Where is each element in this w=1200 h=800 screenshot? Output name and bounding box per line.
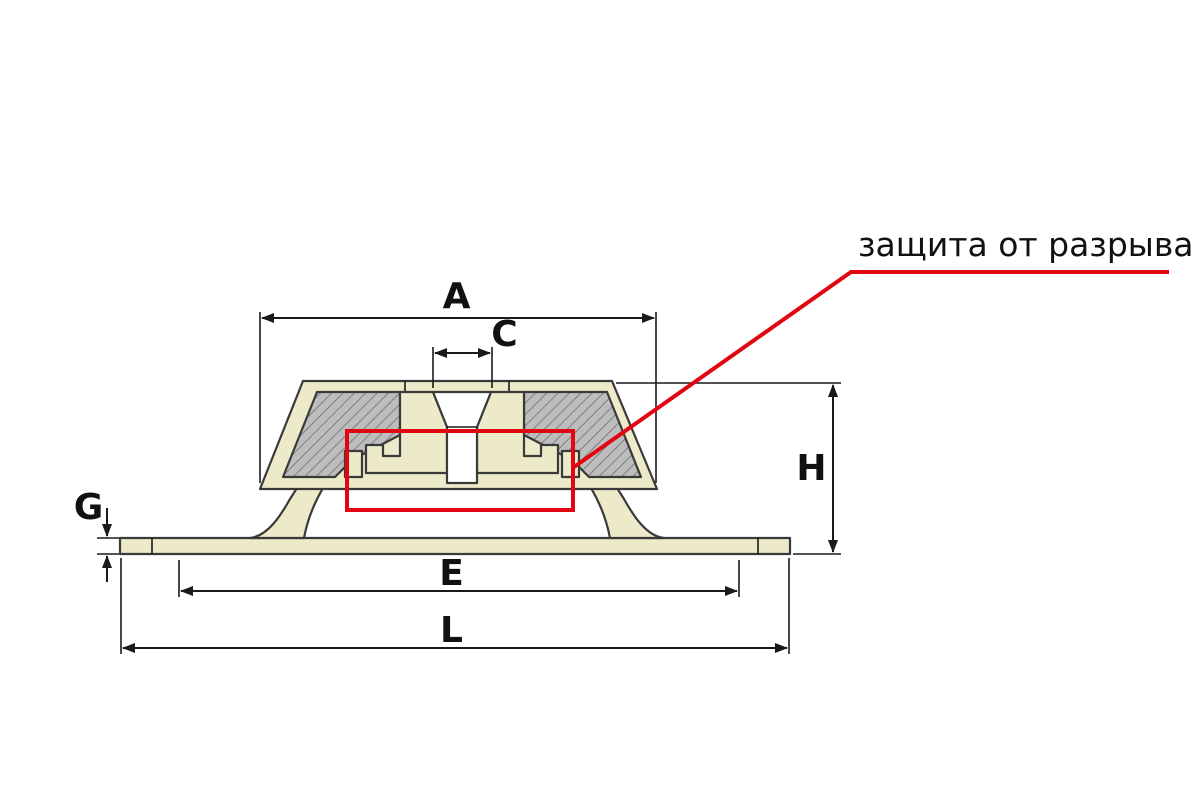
base-flange	[118, 536, 792, 556]
dim-C-label: C	[491, 314, 518, 355]
callout-group: защита от разрыва	[345, 225, 1194, 512]
tear-protection-highlight-box	[345, 429, 575, 512]
tear-protection-annotation: защита от разрыва	[858, 225, 1194, 264]
dim-H-label: H	[796, 448, 827, 489]
mount-cross-section	[118, 379, 792, 556]
dimensions-group: A C H G E L	[74, 276, 841, 654]
dim-L-label: L	[440, 610, 464, 651]
dim-A-label: A	[443, 276, 472, 317]
callout-leader-line	[572, 270, 1169, 469]
dim-E-label: E	[439, 553, 465, 594]
flange-riser-left	[248, 486, 325, 540]
dim-G-label: G	[74, 487, 105, 528]
flange-riser-right	[589, 486, 666, 540]
